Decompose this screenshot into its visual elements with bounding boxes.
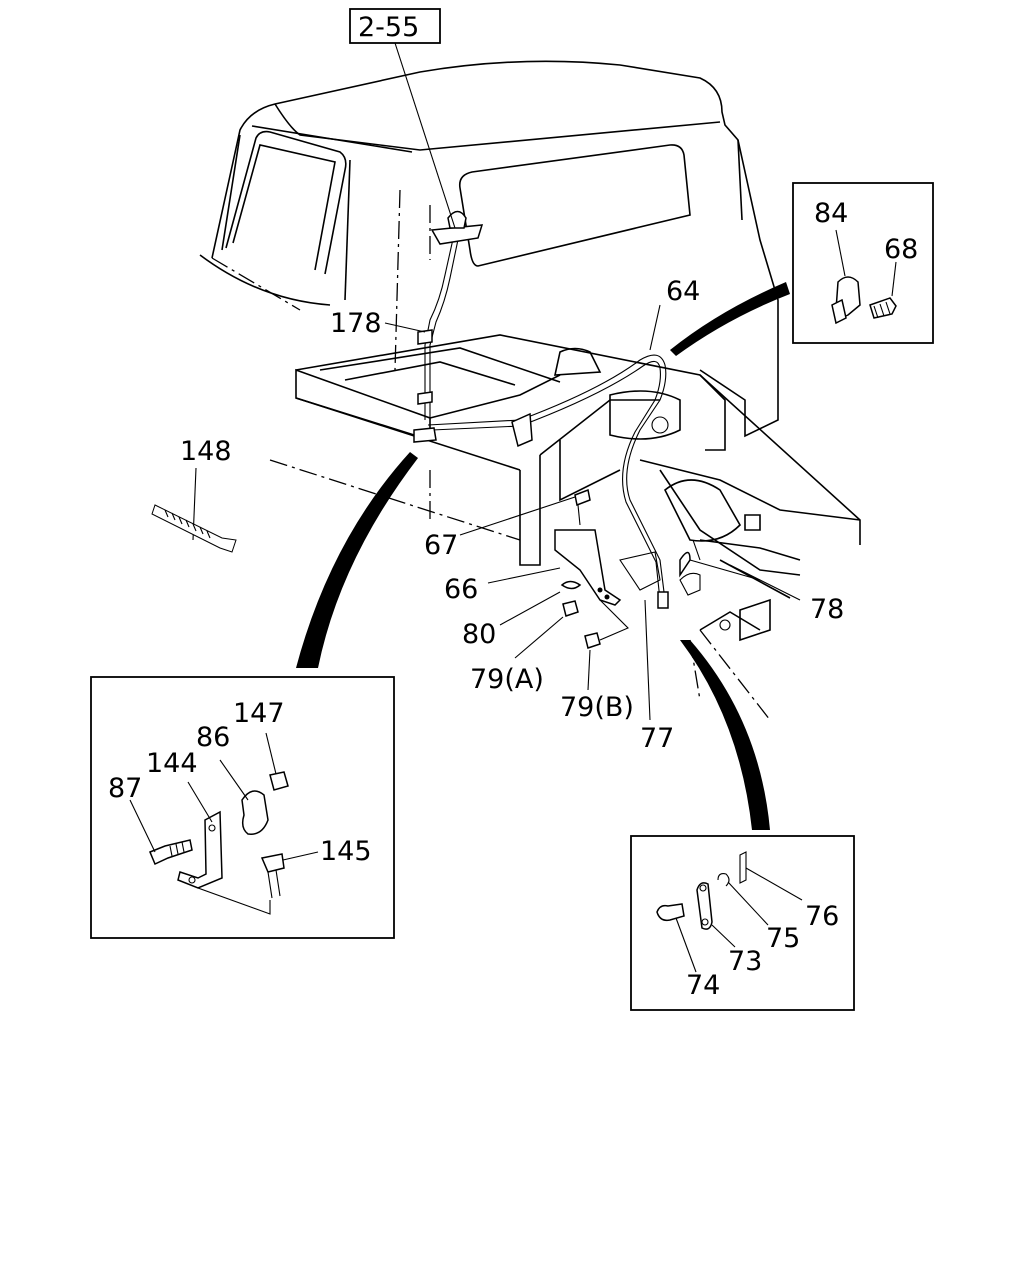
callout-sweeps [296, 282, 790, 830]
detail-box-bracket [90, 676, 395, 939]
leader-lines [192, 42, 801, 721]
label-79a: 79(A) [470, 664, 544, 695]
label-87: 87 [108, 773, 142, 804]
label-147: 147 [233, 698, 285, 729]
control-cable [413, 210, 669, 609]
mounting-bracket [554, 488, 691, 649]
label-66: 66 [444, 574, 478, 605]
label-73: 73 [728, 946, 762, 977]
label-145: 145 [320, 836, 372, 867]
label-67: 67 [424, 530, 458, 561]
label-77: 77 [640, 723, 674, 754]
label-148: 148 [180, 436, 232, 467]
label-144: 144 [146, 748, 198, 779]
label-84: 84 [814, 198, 848, 229]
label-178: 178 [330, 308, 382, 339]
label-86: 86 [196, 722, 230, 753]
label-79b: 79(B) [560, 692, 634, 723]
detail-box-clamp [792, 182, 934, 344]
label-75: 75 [766, 923, 800, 954]
detail-box-link [630, 835, 855, 1011]
reference-box[interactable]: 2-55 [349, 8, 441, 44]
label-74: 74 [686, 970, 720, 1001]
label-76: 76 [805, 901, 839, 932]
reference-box-label: 2-55 [358, 12, 419, 43]
label-68: 68 [884, 234, 918, 265]
label-64: 64 [666, 276, 700, 307]
cable-tie [151, 504, 237, 553]
chassis-frame [269, 334, 861, 721]
cab-outline [199, 60, 779, 438]
label-80: 80 [462, 619, 496, 650]
part-labels: 178 64 84 68 148 67 66 80 79(A) 79(B) 77… [108, 198, 918, 1001]
label-78: 78 [810, 594, 844, 625]
